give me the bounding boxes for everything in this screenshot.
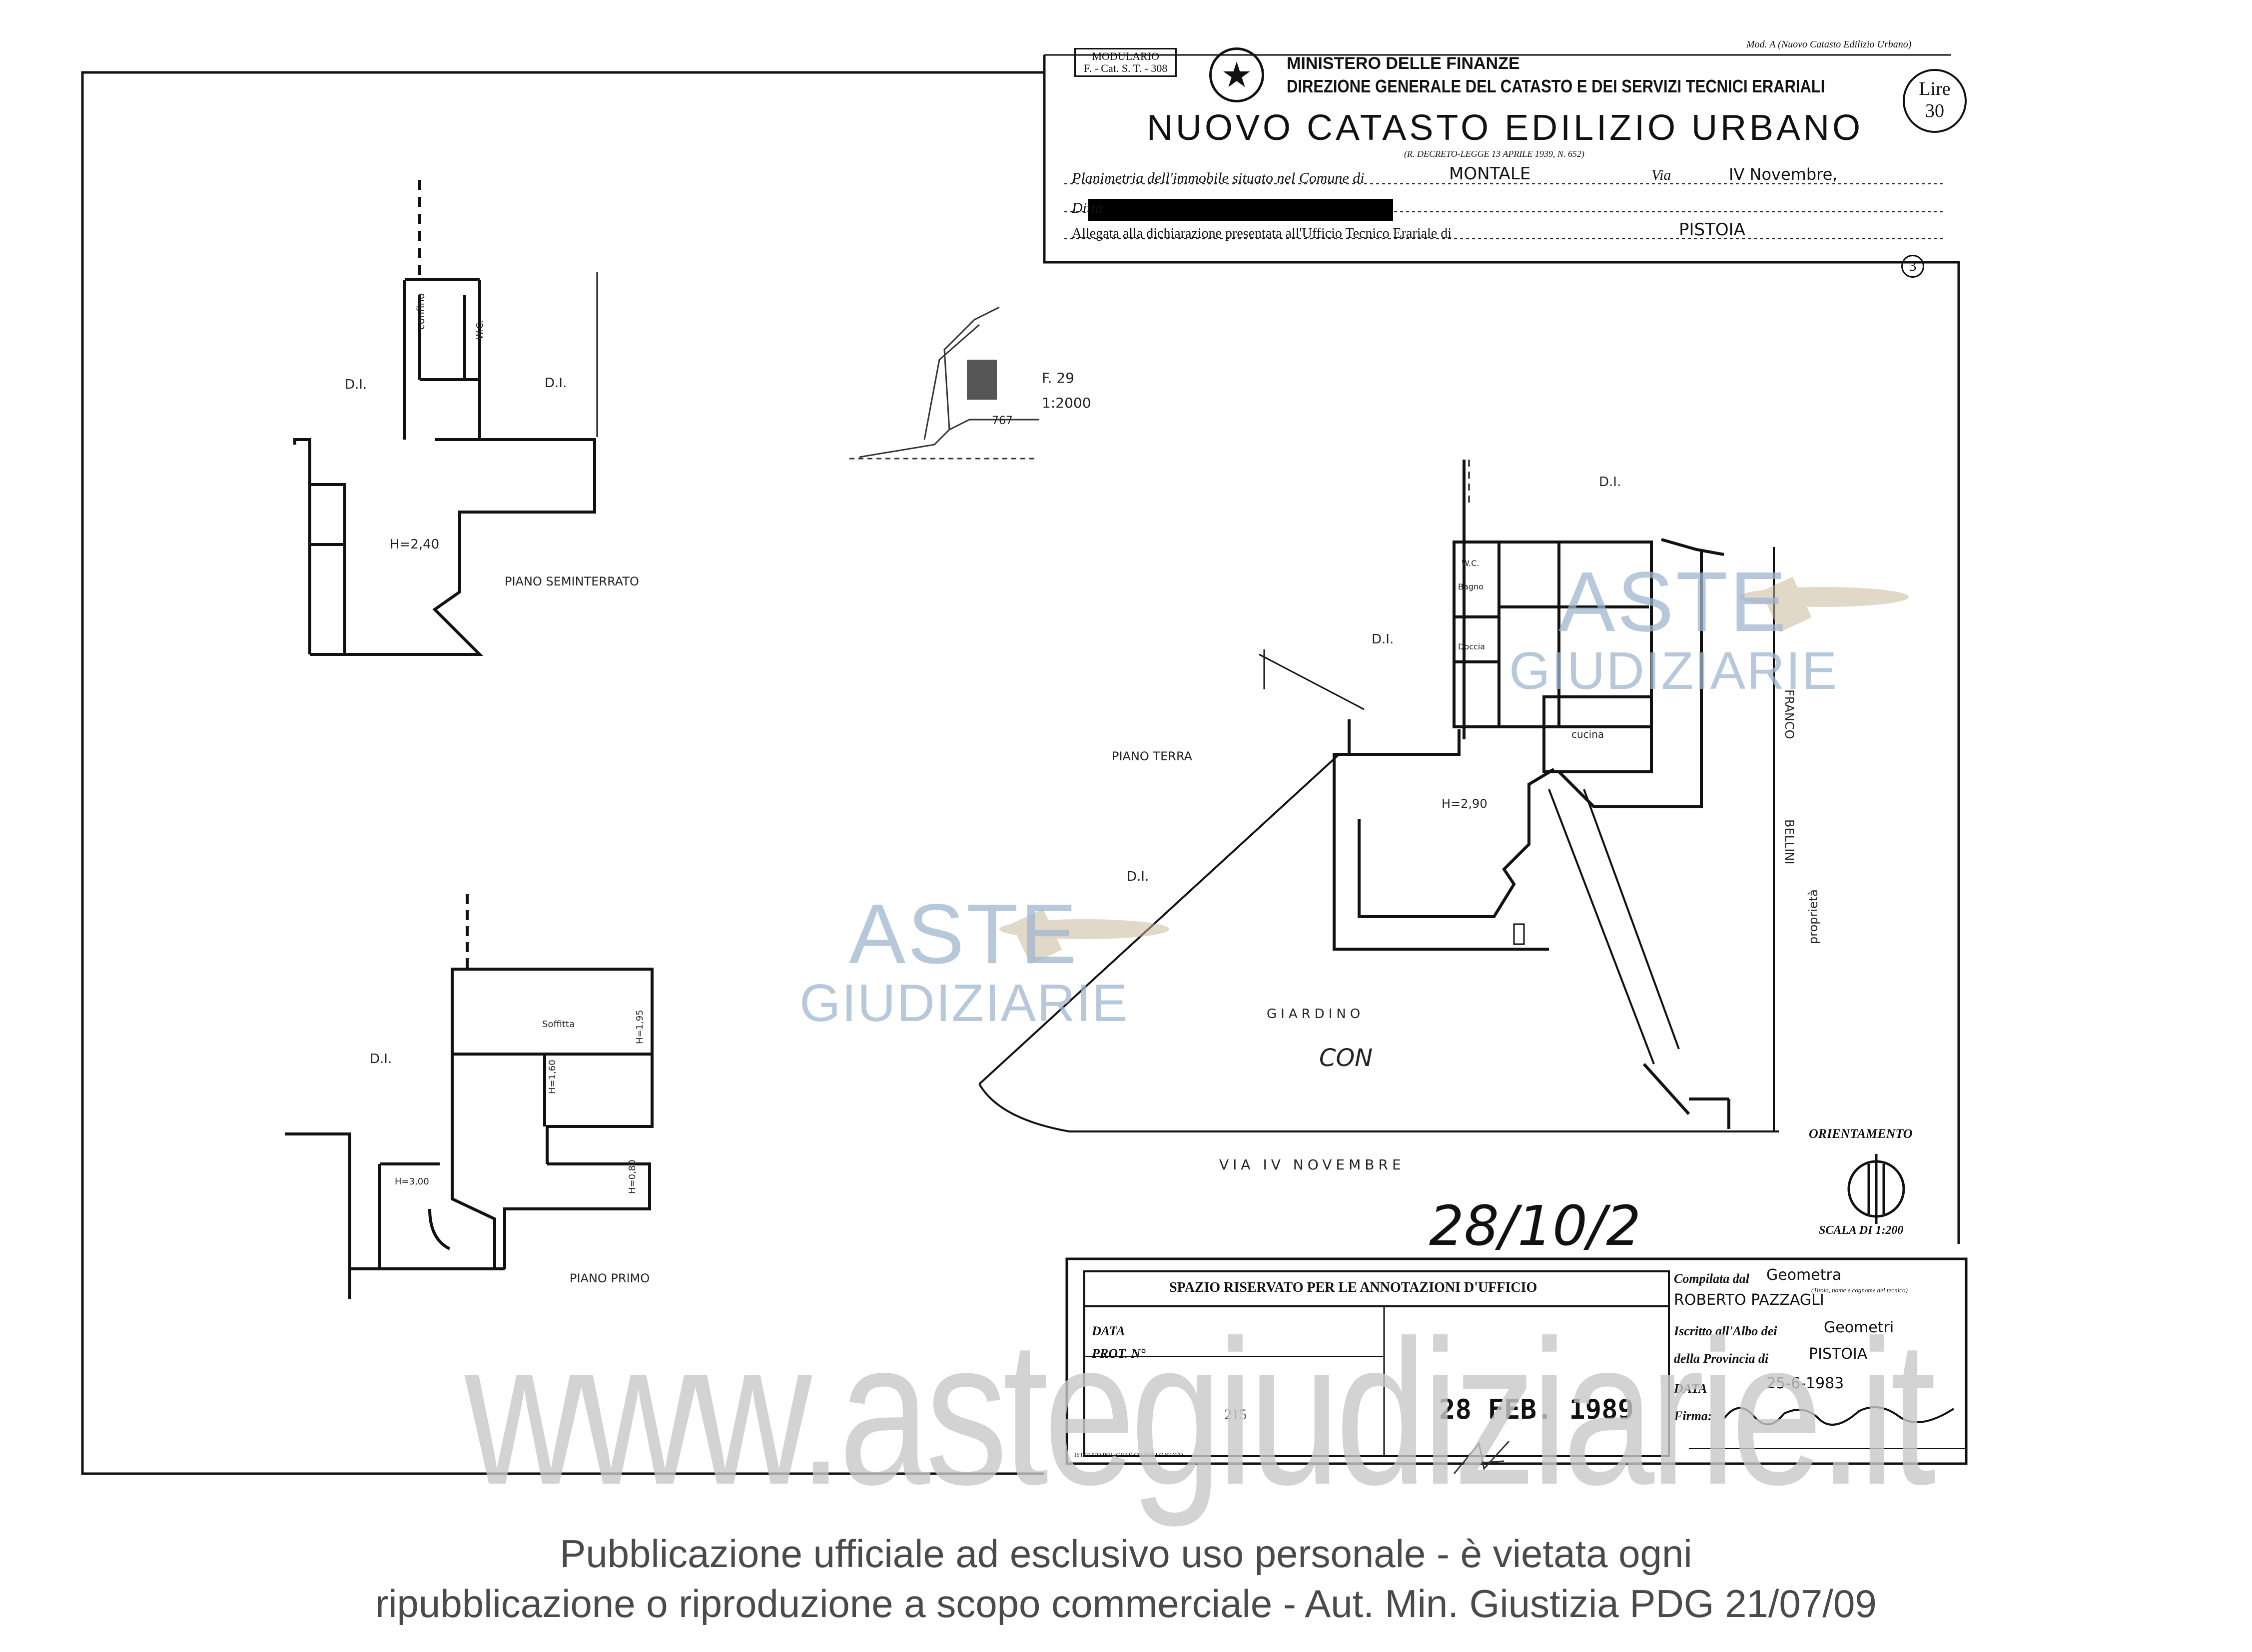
firma-label: Firma: <box>1674 1409 1712 1423</box>
ufficio-value: PISTOIA <box>1679 220 1745 240</box>
via-value: IV Novembre, <box>1729 165 1838 184</box>
annotations-frame <box>1065 1257 1968 1465</box>
primo-height-3: H=0,80 <box>627 1159 638 1194</box>
watermark-aste-left: ASTE GIUDIZIARIE <box>799 887 1129 1033</box>
provincia-value: PISTOIA <box>1809 1345 1868 1363</box>
lire-stamp: Lire 30 <box>1903 69 1967 133</box>
terra-bcnc: CON <box>1319 1044 1373 1072</box>
annotations-data-label: DATA <box>1092 1324 1125 1338</box>
location-map <box>849 306 1039 460</box>
document-title: NUOVO CATASTO EDILIZIO URBANO <box>1147 108 1864 148</box>
neighbour-proprieta: proprietà <box>1806 889 1820 944</box>
gavel-icon <box>999 576 1909 965</box>
direction-label: DIREZIONE GENERALE DEL CATASTO E DEI SER… <box>1287 76 1825 96</box>
primo-title: PIANO PRIMO <box>570 1271 650 1285</box>
annotations-title: SPAZIO RISERVATO PER LE ANNOTAZIONI D'UF… <box>1169 1280 1537 1295</box>
primo-height-1: H=1,95 <box>635 1010 645 1044</box>
plan-terra <box>978 460 1779 1132</box>
republic-emblem-icon: ★ <box>1209 47 1264 102</box>
watermark-aste-right: ASTE GIUDIZIARIE <box>1509 554 1838 700</box>
modulario-label: MODULARIO F. - Cat. S. T. - 308 <box>1074 48 1177 77</box>
annotations-small-number: 215 <box>1224 1406 1247 1423</box>
compiler-data-label: DATA <box>1674 1381 1707 1396</box>
watermark-url: www.astegiudiziarie.it <box>465 1297 1936 1528</box>
map-scale: 1:2000 <box>1042 395 1091 411</box>
header-frame <box>1043 55 1959 264</box>
plan-seminterrato <box>293 180 598 656</box>
primo-height-4: H=3,00 <box>395 1176 429 1187</box>
initials-scribble <box>1453 1440 1510 1474</box>
sheet-number: 3 <box>1901 255 1924 278</box>
ditta-label: Ditta <box>1072 200 1103 216</box>
plan-primo <box>285 894 654 1299</box>
primo-di: D.I. <box>370 1052 392 1067</box>
compass-icon <box>1847 1154 1905 1224</box>
seminterrato-wc: W.C. <box>475 320 485 340</box>
terra-doccia: Doccia <box>1458 642 1485 651</box>
terra-title: PIANO TERRA <box>1112 749 1193 763</box>
location-label: Planimetria dell'immobile situato nel Co… <box>1072 170 1365 186</box>
terra-di-top: D.I. <box>1599 475 1621 490</box>
seminterrato-di-left: D.I. <box>345 377 367 392</box>
albo-value: Geometri <box>1824 1319 1894 1336</box>
decree-label: (R. DECRETO-LEGGE 13 APRILE 1939, N. 652… <box>1404 149 1584 159</box>
terra-height: H=2,90 <box>1442 797 1488 811</box>
terra-bagno: Bagno <box>1458 582 1484 591</box>
seminterrato-height: H=2,40 <box>390 537 440 552</box>
redacted-owner <box>1088 199 1393 221</box>
compilata-label: Compilata dal <box>1674 1271 1749 1286</box>
scale-label: SCALA DI 1:200 <box>1819 1224 1904 1237</box>
model-label: Mod. A (Nuovo Catasto Edilizio Urbano) <box>1746 39 1912 50</box>
signature <box>1723 1406 1955 1426</box>
comune-value: MONTALE <box>1449 164 1531 184</box>
orientation-label: ORIENTAMENTO <box>1809 1126 1913 1141</box>
primo-height-2: H=1,60 <box>547 1060 558 1094</box>
terra-di-left: D.I. <box>1127 869 1149 884</box>
ministry-label: MINISTERO DELLE FINANZE <box>1287 54 1520 73</box>
terra-wc: W.C. <box>1462 558 1480 568</box>
street-name: VIA IV NOVEMBRE <box>1219 1156 1405 1173</box>
provincia-label: della Provincia di <box>1674 1351 1769 1366</box>
printer-label: ISTITUTO POLIGRAFICO DELLO STATO <box>1074 1451 1183 1458</box>
terra-giardino: GIARDINO <box>1267 1007 1365 1022</box>
compiler-role: Geometra <box>1766 1266 1842 1284</box>
annotations-prot-label: PROT. N° <box>1092 1346 1146 1361</box>
compiler-name: ROBERTO PAZZAGLI <box>1674 1291 1824 1309</box>
allegata-label: Allegata alla dichiarazione presentata a… <box>1072 226 1452 241</box>
seminterrato-confino: confino <box>415 293 427 330</box>
neighbour-bellini: BELLINI <box>1782 819 1796 865</box>
terra-cucina: cucina <box>1571 728 1604 740</box>
iscritto-label: Iscritto all'Albo dei <box>1674 1324 1777 1338</box>
sheet-border <box>81 71 1044 1475</box>
map-sheet: F. 29 <box>1042 370 1075 386</box>
compiler-role-note: (Titolo, nome e cognome del tecnico) <box>1811 1286 1908 1294</box>
footer-line-1: Pubblicazione ufficiale ad esclusivo uso… <box>560 1532 1692 1576</box>
seminterrato-title: PIANO SEMINTERRATO <box>505 574 639 588</box>
handwritten-code: 28/10/2 <box>1429 1194 1641 1258</box>
received-stamp: 28 FEB. 1989 <box>1439 1394 1634 1425</box>
terra-di-mid: D.I. <box>1372 632 1394 647</box>
footer-line-2: ripubblicazione o riproduzione a scopo c… <box>375 1582 1877 1626</box>
seminterrato-di-right: D.I. <box>545 376 567 391</box>
primo-soffitta: Soffitta <box>542 1019 575 1030</box>
via-label: Via <box>1651 167 1671 183</box>
compiler-data-value: 25-6-1983 <box>1766 1375 1844 1392</box>
map-parcel: 767 <box>992 415 1013 427</box>
